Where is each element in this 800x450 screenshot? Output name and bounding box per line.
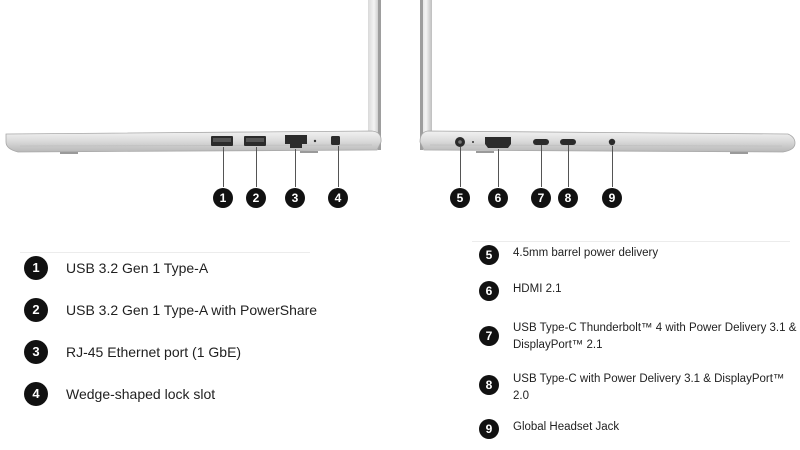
legend-line-1: Global Headset Jack [513,421,620,433]
list-item: 7 USB Type-C Thunderbolt™ 4 with Power D… [479,320,796,354]
legend-line-2: 2.0 [513,390,529,402]
legend-badge-4: 4 [24,382,48,406]
legend-badge-3: 3 [24,340,48,364]
legend-label: USB Type-C with Power Delivery 3.1 & Dis… [513,371,784,405]
legend-badge-6: 6 [479,281,499,301]
callout-7: 7 [531,188,551,208]
legend-badge-2: 2 [24,298,48,322]
list-item: 4 Wedge-shaped lock slot [24,382,215,406]
laptop-left-side-view [5,0,382,154]
callout-6: 6 [488,188,508,208]
legend-badge-9: 9 [479,419,499,439]
callout-9: 9 [602,188,622,208]
legend-line-1: USB Type-C with Power Delivery 3.1 & Dis… [513,373,785,385]
legend-label: 4.5mm barrel power delivery [513,245,658,262]
legend-label: Wedge-shaped lock slot [66,386,216,402]
legend-badge-1: 1 [24,256,48,280]
callout-4: 4 [328,188,348,208]
list-item: 9 Global Headset Jack [479,419,619,439]
legend-label: RJ-45 Ethernet port (1 GbE) [66,344,242,360]
list-item: 5 4.5mm barrel power delivery [479,245,658,265]
legend-label: USB 3.2 Gen 1 Type-A with PowerShare [66,302,318,318]
legend-badge-7: 7 [479,326,499,346]
usb-c-port-2 [560,139,576,145]
legend-label: USB 3.2 Gen 1 Type-A [66,260,209,276]
laptop-right-side-view [419,0,796,154]
list-item: 8 USB Type-C with Power Delivery 3.1 & D… [479,371,784,405]
callout-3: 3 [285,188,305,208]
list-item: 6 HDMI 2.1 [479,281,562,301]
list-item: 3 RJ-45 Ethernet port (1 GbE) [24,340,241,364]
list-item: 2 USB 3.2 Gen 1 Type-A with PowerShare [24,298,317,322]
legend-line-2: DisplayPort™ 2.1 [513,339,603,351]
lock-slot [331,136,340,145]
hdmi-port [485,137,511,148]
legend-badge-8: 8 [479,375,499,395]
callout-5: 5 [450,188,470,208]
rj45-port [285,135,307,148]
headset-jack [608,138,616,146]
legend-badge-5: 5 [479,245,499,265]
legend-line-1: USB Type-C Thunderbolt™ 4 with Power Del… [513,322,797,334]
laptop-illustrations [5,0,796,154]
legend-label: USB Type-C Thunderbolt™ 4 with Power Del… [513,320,796,354]
legend-label: HDMI 2.1 [513,281,562,298]
list-item: 1 USB 3.2 Gen 1 Type-A [24,256,208,280]
legend-label: Global Headset Jack [513,419,619,436]
usb-c-port-tb4 [533,139,549,145]
callout-1: 1 [213,188,233,208]
legend-line-1: 4.5mm barrel power delivery [513,247,659,259]
legend-line-1: HDMI 2.1 [513,283,562,295]
callout-2: 2 [246,188,266,208]
callout-8: 8 [558,188,578,208]
